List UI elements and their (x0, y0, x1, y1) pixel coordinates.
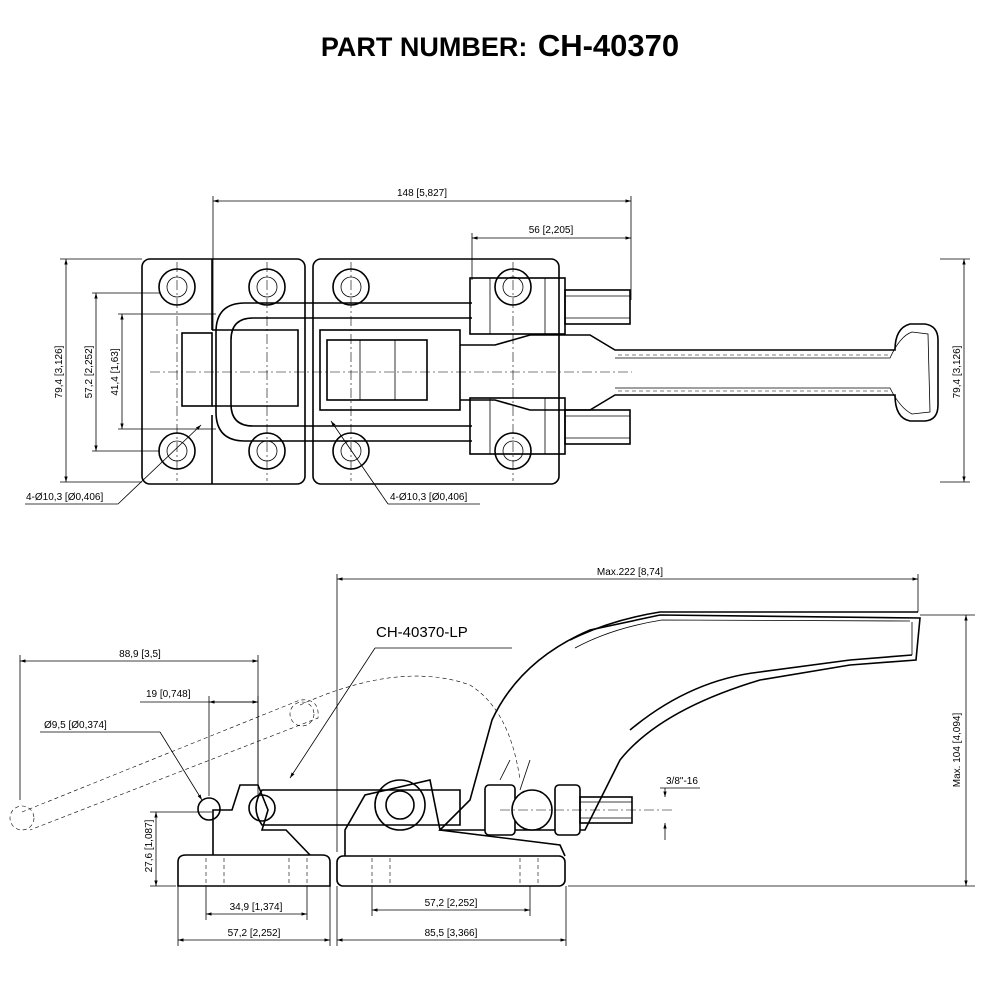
open-position-phantom (9, 675, 521, 831)
dim-hole-spacing: 57,2 [2,252] (84, 345, 95, 398)
dim-overall-length: 148 [5,827] (397, 188, 447, 199)
page-title: PART NUMBER: CH-40370 (0, 28, 1000, 64)
pin-circle (197, 797, 221, 821)
dim-height-right: 79,4 [3,126] (952, 345, 963, 398)
dim-base-length: 85,5 [3,366] (425, 928, 478, 939)
hole-note-right: 4-Ø10,3 [Ø0,406] (390, 492, 467, 503)
dim-plate-reach: 88,9 [3,5] (119, 649, 161, 660)
dim-pin-diameter: Ø9,5 [Ø0,374] (44, 720, 107, 731)
side-view: Max.222 [8,74] Max. 104 [4,094] CH-40370… (9, 567, 975, 946)
dim-height-left: 79,4 [3,126] (54, 345, 65, 398)
dim-plate-holes: 34,9 [1,374] (230, 902, 283, 913)
dim-inner-width: 41,4 [1,63] (110, 348, 121, 395)
latch-plate-label: CH-40370-LP (376, 624, 468, 641)
nuts-top (469, 277, 631, 455)
base-side (336, 779, 566, 887)
dim-pin-offset: 19 [0,748] (146, 689, 191, 700)
thread-spec: 3/8"-16 (666, 776, 698, 787)
u-hook (215, 302, 472, 442)
dim-base-holes: 57,2 [2,252] (425, 898, 478, 909)
latch-plate-side (177, 784, 331, 887)
latch-plate-top (141, 258, 306, 485)
part-number-label: PART NUMBER: (320, 32, 528, 62)
clamp-body (319, 329, 461, 411)
part-number-value: CH-40370 (537, 28, 680, 63)
handle-top (460, 323, 939, 422)
handle-side (438, 611, 921, 831)
pivot-inner (385, 790, 415, 820)
base-plate-top (312, 258, 560, 485)
dim-rod-length: 56 [2,205] (529, 225, 574, 236)
top-view: 148 [5,827] 56 [2,205] 79,4 [3,126] 57,2… (25, 188, 970, 505)
dim-max-height: Max. 104 [4,094] (952, 713, 963, 788)
hole-note-left: 4-Ø10,3 [Ø0,406] (26, 492, 103, 503)
pivot-outer (374, 779, 426, 831)
dim-plate-height: 27,6 [1,087] (144, 819, 155, 872)
dim-max-length: Max.222 [8,74] (597, 567, 663, 578)
dim-plate-width: 57,2 [2,252] (228, 928, 281, 939)
